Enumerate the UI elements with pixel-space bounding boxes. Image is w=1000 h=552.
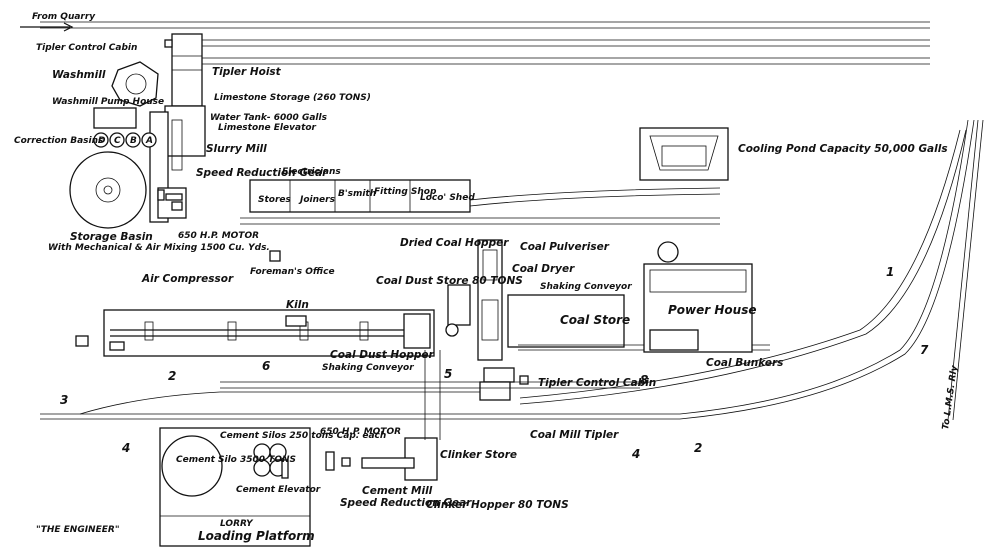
loading-platform-label: Loading Platform (198, 529, 315, 543)
track-number-1: 1 (886, 265, 894, 279)
track-number-8: 8 (640, 373, 648, 387)
clinker-hopper-label: Clinker Hopper 80 TONS (426, 499, 569, 511)
correction-basins-label: Correction Basins (14, 136, 104, 146)
quarry-tracks (20, 21, 930, 65)
track-number-2b: 2 (694, 441, 702, 455)
coal-store-label: Coal Store (560, 313, 630, 327)
limestone-section (69, 33, 281, 262)
coal-pulveriser-label: Coal Pulveriser (520, 241, 610, 253)
power-house-label: Power House (668, 303, 756, 317)
track-number-3: 3 (60, 393, 68, 407)
coal-bunkers-label: Coal Bunkers (706, 357, 783, 369)
coal-dust-store-label: Coal Dust Store 80 TONS (376, 275, 523, 287)
kiln-label: Kiln (286, 299, 309, 311)
electricians-label: Electricians (282, 167, 341, 177)
slurry-mill-label: Slurry Mill (206, 143, 267, 155)
credit-label: "THE ENGINEER" (36, 525, 120, 535)
kiln (75, 309, 435, 357)
shaking-conveyor-bottom-label: Shaking Conveyor (322, 363, 414, 373)
cement-elevator-label: Cement Elevator (236, 485, 321, 495)
basin-a-label: A (145, 136, 153, 146)
track-number-4b: 4 (631, 447, 640, 461)
limestone-elevator-label: Limestone Elevator (218, 123, 317, 133)
basin-c-label: C (114, 136, 121, 146)
tipler-control-cabin-bottom-label: Tipler Control Cabin (538, 377, 656, 389)
coal-dust-hopper-label: Coal Dust Hopper (330, 349, 435, 361)
air-compressor-label: Air Compressor (141, 273, 234, 285)
locos-shed-label: Loco' Shed (420, 193, 475, 203)
fitting-shop-label: Fitting Shop (374, 187, 437, 197)
cooling-pond-label: Cooling Pond Capacity 50,000 Galls (738, 143, 948, 155)
tipler-control-cabin-top-label: Tipler Control Cabin (36, 43, 137, 53)
basin-b-label: B (130, 136, 137, 146)
lorry-label: LORRY (220, 519, 254, 529)
cement-silo-big-label: Cement Silo 3500 TONS (176, 455, 296, 465)
dried-coal-hopper-label: Dried Coal Hopper (400, 237, 509, 249)
washmill-label: Washmill (52, 69, 106, 81)
limestone-storage-label: Limestone Storage (260 TONS) (214, 93, 371, 103)
storage-basin-note-label: With Mechanical & Air Mixing 1500 Cu. Yd… (48, 243, 270, 253)
joiners-label: Joiners (298, 195, 336, 205)
coal-plant (445, 239, 770, 401)
motor-650-top-label: 650 H.P. MOTOR (178, 231, 259, 241)
track-number-4a: 4 (121, 441, 130, 455)
stores-label: Stores (258, 195, 292, 205)
tipler-hoist-label: Tipler Hoist (212, 66, 282, 78)
washmill-pump-house-label: Washmill Pump House (52, 97, 164, 107)
track-number-5: 5 (444, 367, 452, 381)
cement-mill-label: Cement Mill (362, 485, 433, 497)
coal-dryer-label: Coal Dryer (512, 263, 575, 275)
motor-650-bottom-label: 650 H.P. MOTOR (320, 427, 401, 437)
speed-reduction-gear-top-label: Speed Reduction Gear (196, 167, 328, 179)
workshops (240, 179, 721, 225)
shaking-conveyor-top-label: Shaking Conveyor (540, 282, 632, 292)
track-number-6: 6 (262, 359, 270, 373)
track-number-7: 7 (920, 343, 929, 357)
to-lms-rly-label: To L.M.S. Rly (941, 364, 960, 431)
water-tank-label: Water Tank- 6000 Galls (210, 113, 328, 123)
track-number-2a: 2 (168, 369, 176, 383)
cement-silos-label: Cement Silos 250 tons Cap. each (220, 431, 386, 441)
rail-tracks (40, 119, 984, 421)
cooling-pond (639, 127, 729, 181)
clinker-store-label: Clinker Store (440, 449, 517, 461)
speed-reduction-gear-bottom-label: Speed Reduction Gear (340, 497, 472, 509)
foremans-office-label: Foreman's Office (250, 267, 335, 277)
bsmith-label: B'smith (338, 189, 376, 199)
storage-basin-label: Storage Basin (70, 231, 153, 243)
basin-d-label: D (98, 136, 106, 146)
from-quarry-label: From Quarry (32, 12, 96, 22)
coal-mill-tipler-label: Coal Mill Tipler (530, 429, 619, 441)
cement-section (159, 350, 441, 547)
